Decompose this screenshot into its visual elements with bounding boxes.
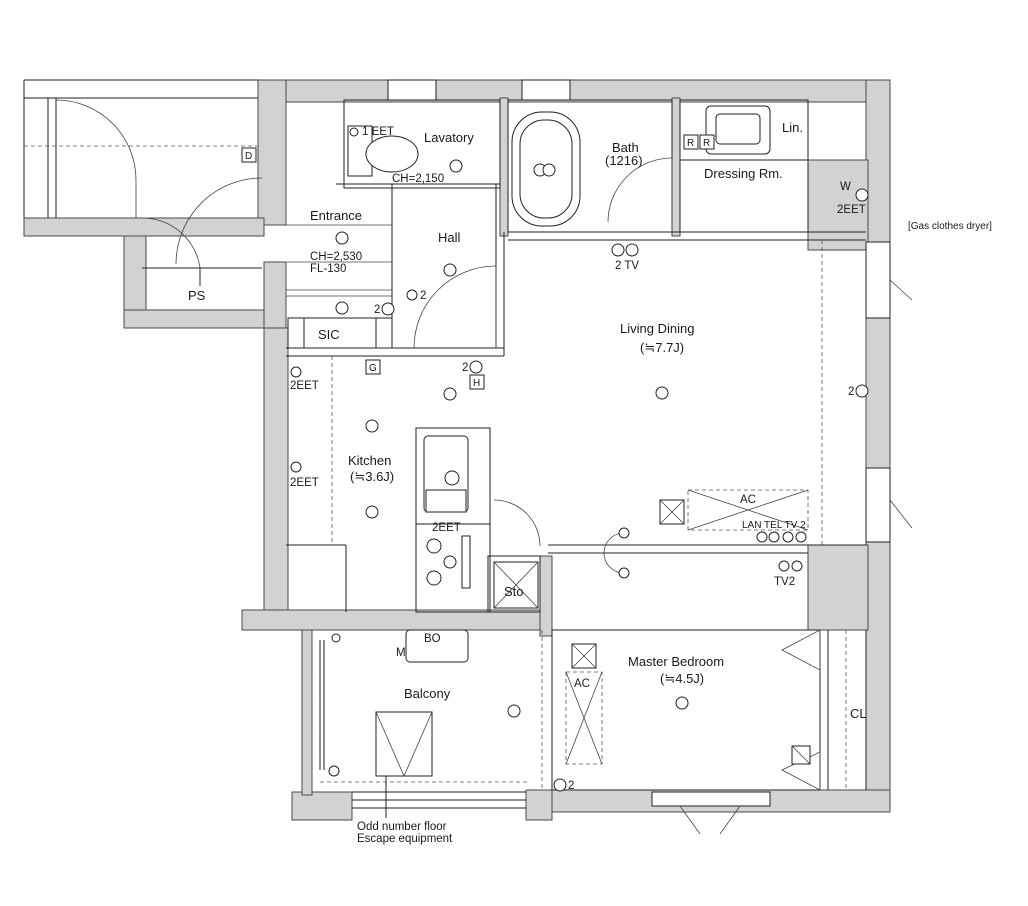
room-living-size: (≒7.7J) — [640, 340, 684, 355]
lan-tel-tv-label: LAN TEL TV 2 — [742, 520, 806, 531]
living-tv-label: 2 TV — [615, 260, 639, 272]
walls — [23, 79, 891, 821]
m-label: M — [396, 647, 406, 659]
notes: CH=2,150 CH=2,530 FL-130 [Gas clothes dr… — [310, 173, 992, 845]
room-bath: Bath — [612, 140, 639, 155]
ac-living-label: AC — [740, 494, 756, 506]
living-outlet: 2 — [848, 386, 854, 398]
room-balcony: Balcony — [404, 686, 451, 701]
room-hall: Hall — [438, 230, 461, 245]
tag-d: D — [245, 151, 252, 162]
tag-g: G — [369, 363, 377, 374]
tag-r1: R — [687, 138, 694, 149]
room-bath-size: (1216) — [605, 153, 643, 168]
bedroom-outlet: 2 — [568, 780, 574, 792]
lav-outlet-label: 1 EET — [362, 126, 394, 138]
note-escape-line1: Odd number floor — [357, 821, 447, 833]
room-entrance: Entrance — [310, 208, 362, 223]
ac-bedroom-label: AC — [574, 678, 590, 690]
room-linen: Lin. — [782, 120, 803, 135]
room-living: Living Dining — [620, 321, 694, 336]
door-swings — [55, 99, 913, 835]
room-ps: PS — [188, 288, 206, 303]
room-labels: Lavatory Bath (1216) Lin. Dressing Rm. E… — [188, 120, 867, 721]
dressing-outlet-label: 2EET — [837, 204, 866, 216]
kitchen-eet-2: 2EET — [290, 477, 319, 489]
room-dressing: Dressing Rm. — [704, 166, 783, 181]
room-kitchen: Kitchen — [348, 453, 391, 468]
bo-label: BO — [424, 633, 441, 645]
tag-r2: R — [703, 138, 710, 149]
fixtures — [290, 105, 869, 792]
note-ceiling-entrance: CH=2,530 — [310, 251, 362, 263]
tag-h: H — [473, 378, 480, 389]
tag-boxes — [241, 134, 715, 390]
note-floor-entrance: FL-130 — [310, 263, 346, 275]
room-storage: Sto — [504, 584, 524, 599]
hall-outlet-a: 2 — [374, 304, 380, 316]
room-lavatory: Lavatory — [424, 130, 474, 145]
note-ceiling-lavatory: CH=2,150 — [392, 173, 444, 185]
kitchen-eet-1: 2EET — [290, 380, 319, 392]
room-bedroom-size: (≒4.5J) — [660, 671, 704, 686]
hall-outlet-c: 2 — [462, 362, 468, 374]
tv2-label: TV2 — [774, 576, 795, 588]
room-sic: SIC — [318, 327, 340, 342]
room-closet: CL — [850, 706, 867, 721]
hall-outlet-b: 2 — [420, 290, 426, 302]
note-gas-dryer: [Gas clothes dryer] — [908, 221, 992, 232]
room-bedroom: Master Bedroom — [628, 654, 724, 669]
dressing-w-label: W — [840, 181, 851, 193]
fixture-labels: 1 EET W 2EET 2 TV 2 2 D R R G H 2 2EET 2… — [245, 126, 866, 792]
room-kitchen-size: (≒3.6J) — [350, 469, 394, 484]
counter-eet: 2EET — [432, 522, 461, 534]
note-escape-line2: Escape equipment — [357, 833, 453, 845]
